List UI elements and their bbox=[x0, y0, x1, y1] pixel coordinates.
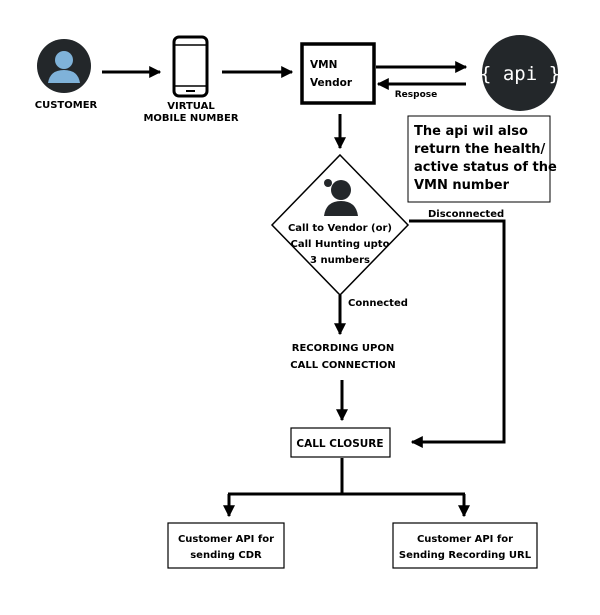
customer-api-recording-box bbox=[392, 522, 538, 569]
customer-api-recording-line1: Customer API for bbox=[417, 534, 513, 545]
api-icon: { api } bbox=[480, 35, 560, 111]
call-closure-box bbox=[290, 427, 391, 458]
call-decision-line3: 3 numbers bbox=[310, 255, 370, 266]
connected-label: Connected bbox=[348, 298, 408, 309]
api-note-line3: active status of the bbox=[414, 160, 557, 175]
mobile-phone-icon bbox=[172, 35, 209, 98]
call-closure-label: CALL CLOSURE bbox=[296, 438, 383, 450]
call-decision-line1: Call to Vendor (or) bbox=[288, 223, 392, 234]
api-note-box bbox=[407, 115, 551, 203]
recording-line2: CALL CONNECTION bbox=[290, 360, 395, 371]
vmn-vendor-label-line2: Vendor bbox=[310, 77, 353, 89]
customer-api-recording-line2: Sending Recording URL bbox=[399, 550, 532, 561]
virtual-number-label-line2: MOBILE NUMBER bbox=[143, 113, 238, 124]
api-note-line1: The api wil also bbox=[414, 124, 528, 139]
customer-api-cdr-line1: Customer API for bbox=[178, 534, 274, 545]
virtual-number-label-line1: VIRTUAL bbox=[167, 101, 215, 112]
call-decision-line2: Call Hunting upto bbox=[291, 239, 390, 250]
api-note-line2: return the health/ bbox=[414, 142, 545, 157]
customer-label: CUSTOMER bbox=[35, 100, 98, 111]
arrow-disconnected-to-closure bbox=[409, 219, 506, 448]
vmn-vendor-box bbox=[300, 42, 376, 105]
customer-api-cdr-line2: sending CDR bbox=[190, 550, 262, 561]
response-label: Respose bbox=[395, 90, 437, 100]
recording-line1: RECORDING UPON bbox=[292, 343, 394, 354]
customer-api-cdr-box bbox=[167, 522, 285, 569]
disconnected-label: Disconnected bbox=[428, 209, 504, 220]
call-agent-icon bbox=[324, 179, 358, 216]
api-note-line4: VMN number bbox=[414, 178, 510, 193]
customer-avatar-icon bbox=[37, 39, 91, 93]
api-icon-text: { api } bbox=[480, 63, 560, 85]
vmn-vendor-label-line1: VMN bbox=[310, 59, 337, 71]
